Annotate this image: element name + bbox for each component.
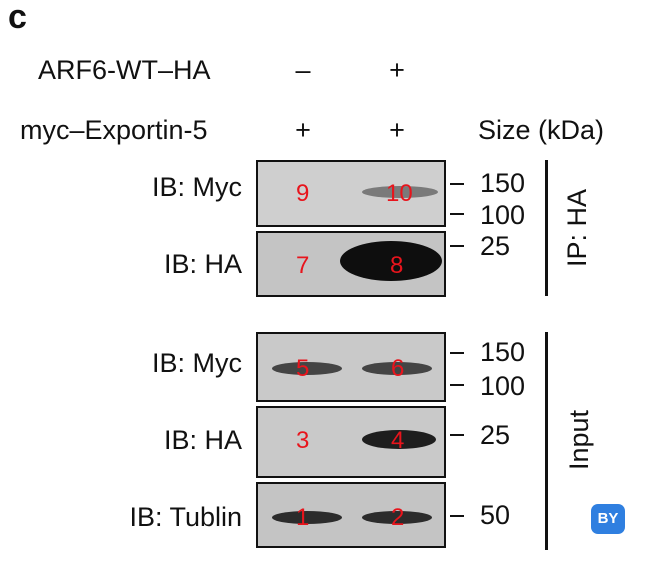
lane-number: 4 xyxy=(391,427,405,454)
marker-150: 150 xyxy=(480,337,526,367)
marker-tick xyxy=(450,384,464,386)
blot-ip-myc: 9 10 xyxy=(256,160,446,227)
by-badge-icon[interactable]: BY xyxy=(591,504,625,534)
condition-exportin5-lane1: + xyxy=(295,115,311,145)
marker-150: 150 xyxy=(480,168,526,198)
lane-number: 5 xyxy=(296,355,310,382)
lane-number: 2 xyxy=(391,504,405,531)
lane-number: 8 xyxy=(390,252,404,279)
band-input-tublin-lane1 xyxy=(272,511,342,524)
lane-number: 7 xyxy=(296,252,310,279)
group-bracket-ip xyxy=(545,160,548,296)
band-ip-myc-lane2 xyxy=(362,186,438,198)
marker-25: 25 xyxy=(480,420,511,450)
blot-label-input-ha: IB: HA xyxy=(163,425,242,455)
panel-label: c xyxy=(8,0,27,36)
blot-ip-ha: 7 8 xyxy=(256,231,446,297)
blot-label-input-tublin: IB: Tublin xyxy=(129,502,242,532)
blot-input-ha: 3 4 xyxy=(256,406,446,478)
blot-label-ip-ha: IB: HA xyxy=(163,249,242,279)
band-input-myc-lane2 xyxy=(362,362,432,375)
blot-input-tublin: 1 2 xyxy=(256,482,446,548)
band-input-ha-lane2 xyxy=(362,430,436,449)
lane-number: 9 xyxy=(296,180,310,207)
size-header: Size (kDa) xyxy=(478,115,605,145)
group-bracket-input xyxy=(545,332,548,550)
lane-number: 1 xyxy=(296,504,310,531)
marker-tick xyxy=(450,352,464,354)
marker-tick xyxy=(450,213,464,215)
marker-tick xyxy=(450,245,464,247)
condition-exportin5-lane2: + xyxy=(389,115,405,145)
band-input-tublin-lane2 xyxy=(362,511,432,524)
blot-label-input-myc: IB: Myc xyxy=(151,348,242,378)
marker-tick xyxy=(450,515,464,517)
marker-tick xyxy=(450,183,464,185)
marker-25: 25 xyxy=(480,231,511,261)
condition-arf6-lane1: – xyxy=(295,55,311,85)
lane-number: 6 xyxy=(391,355,405,382)
band-input-myc-lane1 xyxy=(272,362,342,375)
marker-50: 50 xyxy=(480,500,511,530)
condition-label-arf6: ARF6-WT–HA xyxy=(38,55,211,85)
condition-arf6-lane2: + xyxy=(389,55,405,85)
blot-input-myc: 5 6 xyxy=(256,332,446,402)
lane-number: 10 xyxy=(386,180,413,207)
marker-100: 100 xyxy=(480,371,526,401)
condition-label-exportin5: myc–Exportin-5 xyxy=(20,115,208,145)
group-label-ip: IP: HA xyxy=(562,188,592,268)
marker-tick xyxy=(450,434,464,436)
group-label-input: Input xyxy=(564,409,594,471)
lane-number: 3 xyxy=(296,427,310,454)
marker-100: 100 xyxy=(480,200,526,230)
band-ip-ha-lane2 xyxy=(340,241,442,281)
blot-label-ip-myc: IB: Myc xyxy=(151,172,242,202)
